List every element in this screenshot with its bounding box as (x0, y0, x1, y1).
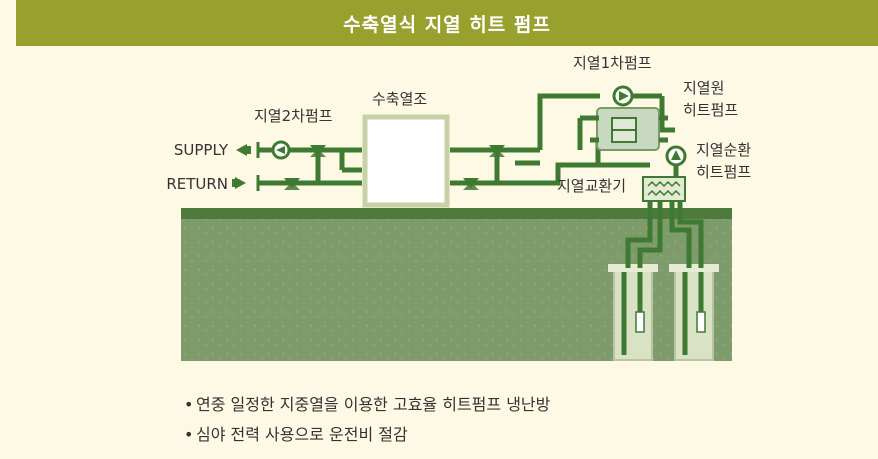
feature-list: •연중 일정한 지중열을 이용한 고효율 히트펌프 냉난방 •심야 전력 사용으… (184, 390, 550, 450)
geo-heat-pump-label-2: 히트펌프 (683, 101, 738, 119)
geo-heat-pump-label-1: 지열원 (683, 79, 724, 97)
circulation-pump-label-1: 지열순환 (696, 141, 751, 159)
feature-text: 심야 전력 사용으로 운전비 절감 (196, 425, 408, 444)
ground-surface (181, 208, 732, 219)
feature-item: •연중 일정한 지중열을 이용한 고효율 히트펌프 냉난방 (184, 395, 551, 414)
supply-arrow-icon (236, 144, 247, 156)
return-label: RETURN (166, 175, 228, 193)
storage-tank-label: 수축열조 (372, 90, 427, 108)
circulation-pump-label-2: 히트펌프 (696, 163, 751, 181)
heat-exchanger-icon (642, 176, 686, 202)
feature-item: •심야 전력 사용으로 운전비 절감 (184, 425, 408, 444)
borehole-left (608, 264, 658, 361)
secondary-pump-icon (271, 140, 291, 160)
valve-icon (284, 145, 505, 190)
geo-heat-pump-unit (590, 107, 668, 151)
feature-text: 연중 일정한 지중열을 이용한 고효율 히트펌프 냉난방 (196, 395, 551, 414)
ground-loop-pipes (625, 200, 704, 268)
heat-exchanger-label: 지열교환기 (557, 177, 626, 195)
supply-label: SUPPLY (174, 141, 229, 159)
primary-pump-label: 지열1차펌프 (573, 54, 652, 72)
return-arrow-icon (235, 177, 246, 189)
secondary-pump-label: 지열2차펌프 (254, 107, 333, 125)
borehole-right (669, 264, 719, 361)
primary-pump-icon (612, 85, 634, 107)
diagram-title: 수축열식 지열 히트 펌프 (16, 0, 878, 46)
storage-tank (362, 114, 450, 208)
circulation-pump-icon (665, 145, 687, 167)
